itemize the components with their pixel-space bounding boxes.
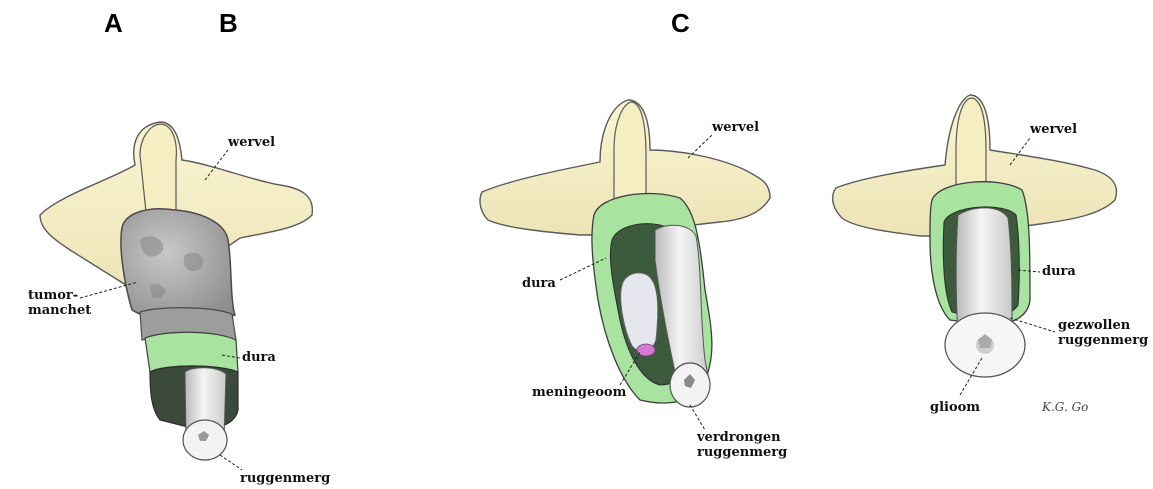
label-dura-3: dura (1042, 264, 1076, 279)
tumor-cuff (121, 209, 235, 320)
label-vertebra-3: wervel (1030, 122, 1077, 137)
spinous-process-2 (614, 102, 646, 206)
label-tumor-cuff-line1: tumor- (28, 288, 91, 303)
artist-signature: K.G. Go (1042, 400, 1088, 414)
label-swollen-cord-line2: ruggenmerg (1058, 333, 1148, 348)
label-dura-2: dura (522, 276, 556, 291)
label-meningioma: meningeoom (532, 385, 626, 400)
label-vertebra-2: wervel (712, 120, 759, 135)
label-displaced-cord-line2: ruggenmerg (697, 445, 787, 460)
label-swollen-cord: gezwollen ruggenmerg (1058, 318, 1148, 348)
label-tumor-cuff-line2: manchet (28, 303, 91, 318)
label-vertebra-1: wervel (228, 135, 275, 150)
label-tumor-cuff: tumor- manchet (28, 288, 91, 318)
label-dura-1: dura (242, 350, 276, 365)
figure-3 (833, 95, 1117, 395)
meningioma-attachment (637, 344, 655, 356)
label-displaced-cord: verdrongen ruggenmerg (697, 430, 787, 460)
figure-2 (480, 100, 770, 430)
label-swollen-cord-line1: gezwollen (1058, 318, 1148, 333)
label-glioma: glioom (930, 400, 980, 415)
spinous-process-1 (140, 124, 176, 218)
label-displaced-cord-line1: verdrongen (697, 430, 787, 445)
label-spinal-cord-1: ruggenmerg (240, 471, 330, 486)
